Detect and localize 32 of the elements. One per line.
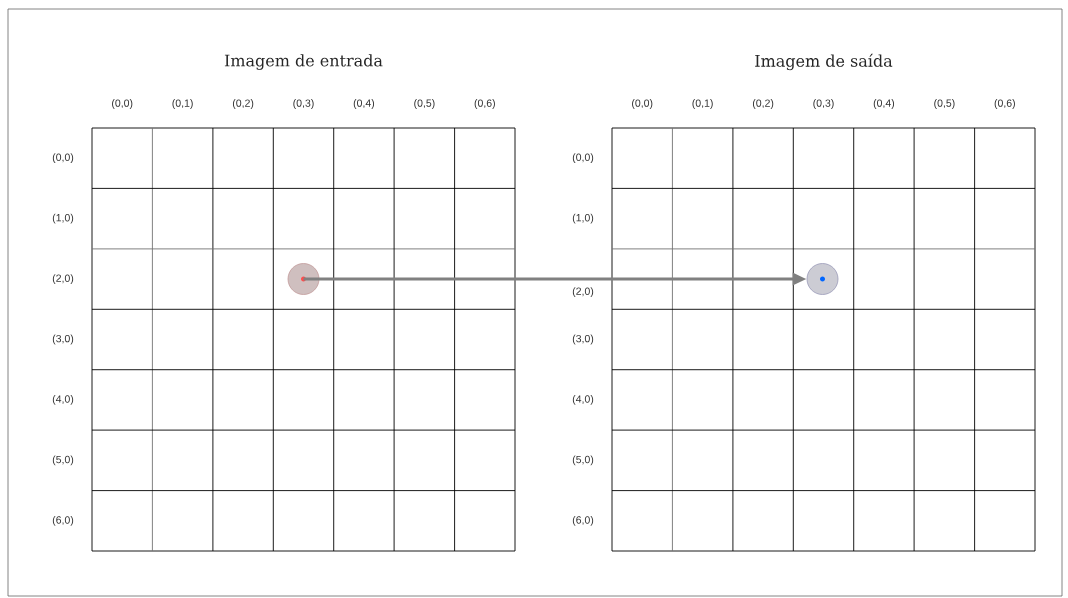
row-index: (1,0) [52, 213, 74, 224]
title: Imagem de entrada [224, 54, 383, 70]
column-index: (0,6) [474, 99, 495, 109]
title: Imagem de saída [755, 53, 893, 71]
column-index: (0,6) [994, 99, 1015, 109]
column-index: (0,3) [293, 99, 314, 109]
column-index: (0,4) [873, 99, 895, 109]
row-index: (0,0) [52, 153, 74, 164]
row-index: (4,0) [572, 395, 594, 405]
column-index: (0,2) [752, 99, 774, 109]
row-index: (5,0) [572, 455, 594, 466]
row-index: (4,0) [52, 395, 74, 405]
column-index: (0,2) [232, 99, 254, 109]
row-index: (6,0) [52, 515, 74, 526]
row-index: (0,0) [572, 153, 594, 164]
row-index: (3,0) [52, 334, 74, 345]
circle-marker [287, 263, 320, 295]
column-index: (0,4) [353, 99, 375, 109]
column-index: (0,0) [632, 99, 653, 109]
row-index: (5,0) [52, 455, 74, 466]
row-index: (1,0) [572, 213, 594, 224]
row-index: (2,0) [572, 287, 594, 297]
row-index: (3,0) [572, 334, 594, 345]
row-index: (2,0) [52, 274, 74, 284]
column-index: (0,1) [692, 99, 713, 109]
row-index: (6,0) [572, 515, 594, 526]
column-index: (0,0) [112, 99, 133, 109]
column-index: (0,3) [813, 99, 834, 109]
column-index: (0,5) [934, 99, 955, 109]
column-index: (0,1) [172, 99, 193, 109]
circle-marker [806, 263, 839, 295]
column-index: (0,5) [414, 99, 435, 109]
